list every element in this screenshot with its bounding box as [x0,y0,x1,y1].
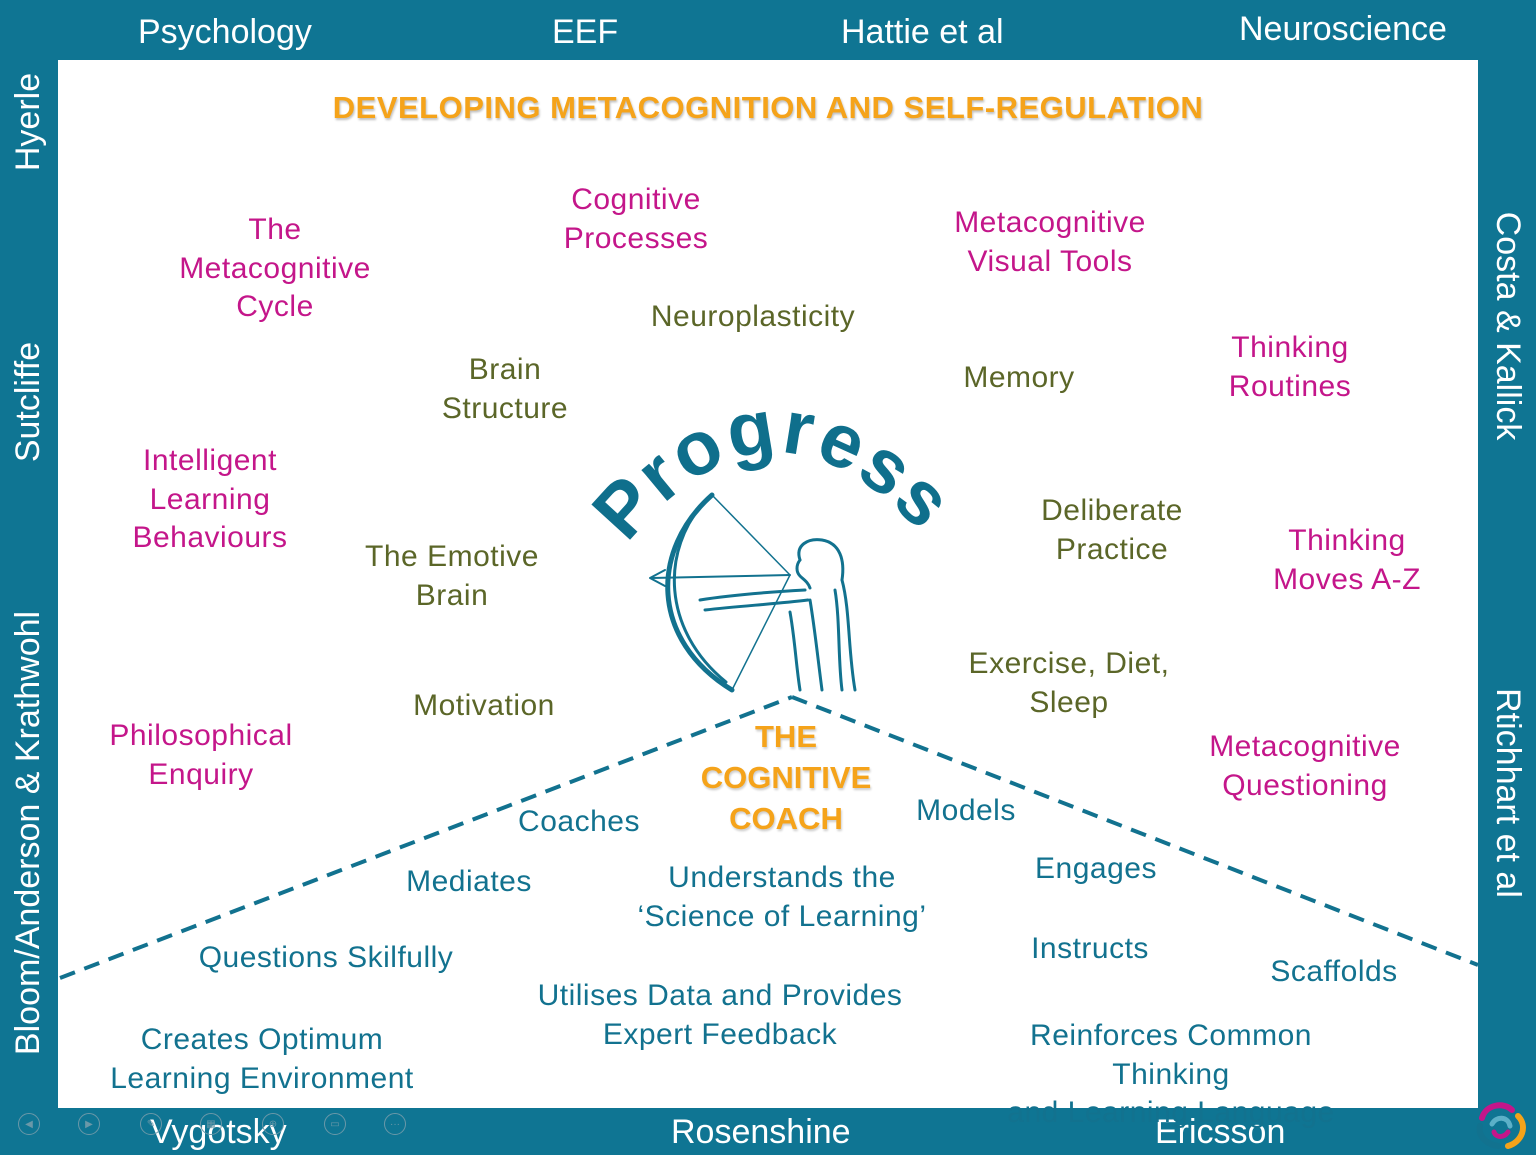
term-philosophical-enquiry: Philosophical Enquiry [109,719,293,791]
action-common-language: Reinforces Common Thinking and Learning … [1007,1019,1335,1129]
action-mediates: Mediates [406,865,532,898]
action-questions-skilfully: Questions Skilfully [198,941,454,974]
action-coaches: Coaches [518,805,640,838]
action-engages: Engages [1035,852,1157,885]
term-brain-structure: Brain Structure [441,353,569,425]
term-metacognitive-cycle: The Metacognitive Cycle [179,213,371,323]
term-metacognitive-questioning: Metacognitive Questioning [1209,730,1401,802]
action-optimum-environment: Creates Optimum Learning Environment [110,1023,414,1095]
term-intelligent-learning-behaviours: Intelligent Learning Behaviours [132,444,288,554]
frame-bottom-ericsson: Ericsson [1155,1113,1286,1151]
term-exercise-diet-sleep: Exercise, Diet, Sleep [968,647,1170,719]
term-thinking-routines: Thinking Routines [1228,331,1352,403]
coach-triangle-right-edge [791,695,1479,967]
term-motivation: Motivation [413,689,555,722]
pen-tool-button[interactable]: ✎ [140,1113,162,1135]
frame-bottom-rosenshine: Rosenshine [671,1113,851,1151]
zoom-button[interactable]: ⊕ [262,1113,284,1135]
frame-top-psychology: Psychology [138,13,312,51]
frame-top-neuroscience: Neuroscience [1239,10,1447,48]
frame-top-eef: EEF [552,13,619,51]
term-deliberate-practice: Deliberate Practice [1041,494,1183,566]
term-metacognitive-visual-tools: Metacognitive Visual Tools [954,206,1146,278]
coach-triangle-left-edge [59,695,793,980]
page-title: DEVELOPING METACOGNITION AND SELF-REGULA… [332,90,1204,125]
frame-top-hattie: Hattie et al [841,13,1004,51]
content-panel [58,60,1478,1108]
coach-title: THE COGNITIVE COACH [700,719,872,836]
term-thinking-moves: Thinking Moves A-Z [1273,524,1421,596]
next-slide-button[interactable]: ▶ [78,1113,100,1135]
action-instructs: Instructs [1031,932,1149,965]
more-options-button[interactable]: ··· [384,1113,406,1135]
subtitles-button[interactable]: ▭ [324,1113,346,1135]
action-models: Models [916,794,1016,827]
grid-view-button[interactable]: ▦ [200,1113,222,1135]
progress-arc-word: Progress [576,383,970,555]
term-emotive-brain: The Emotive Brain [365,540,539,612]
term-neuroplasticity: Neuroplasticity [650,300,856,333]
term-cognitive-processes: Cognitive Processes [563,183,709,255]
brand-logo-icon [1476,1102,1526,1149]
action-science-of-learning: Understands the ‘Science of Learning’ [637,861,927,933]
action-utilises-data: Utilises Data and Provides Expert Feedba… [537,979,903,1051]
prev-slide-button[interactable]: ◀ [18,1113,40,1135]
action-scaffolds: Scaffolds [1270,955,1398,988]
term-memory: Memory [963,361,1075,394]
archer-icon [649,492,857,693]
